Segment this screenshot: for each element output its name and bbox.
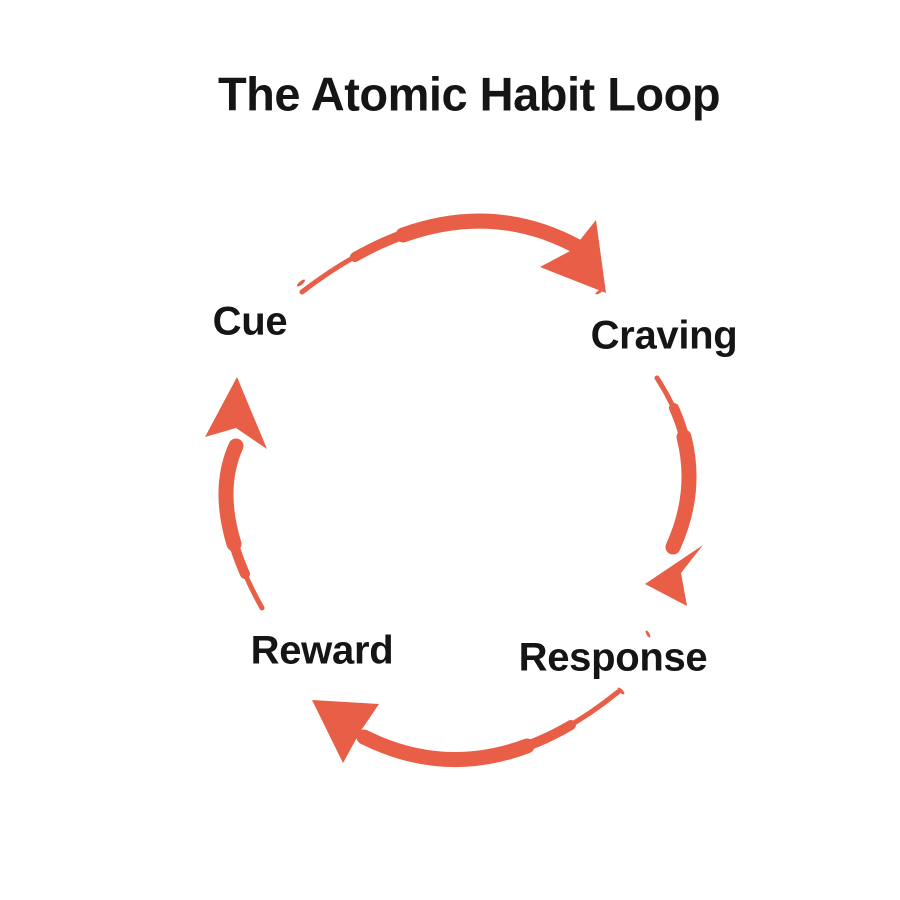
page-title: The Atomic Habit Loop <box>217 67 721 121</box>
label-response: Response <box>518 635 708 680</box>
label-craving: Craving <box>590 313 738 358</box>
label-cue: Cue <box>212 299 288 344</box>
brush-speck-icons <box>296 279 651 695</box>
arrow-response-to-reward-icon <box>312 689 621 768</box>
arrow-cue-to-craving-icon <box>299 213 606 295</box>
label-reward: Reward <box>250 628 394 673</box>
arrow-craving-to-response-icon <box>645 375 703 606</box>
arrow-reward-to-cue-icon <box>205 377 267 611</box>
